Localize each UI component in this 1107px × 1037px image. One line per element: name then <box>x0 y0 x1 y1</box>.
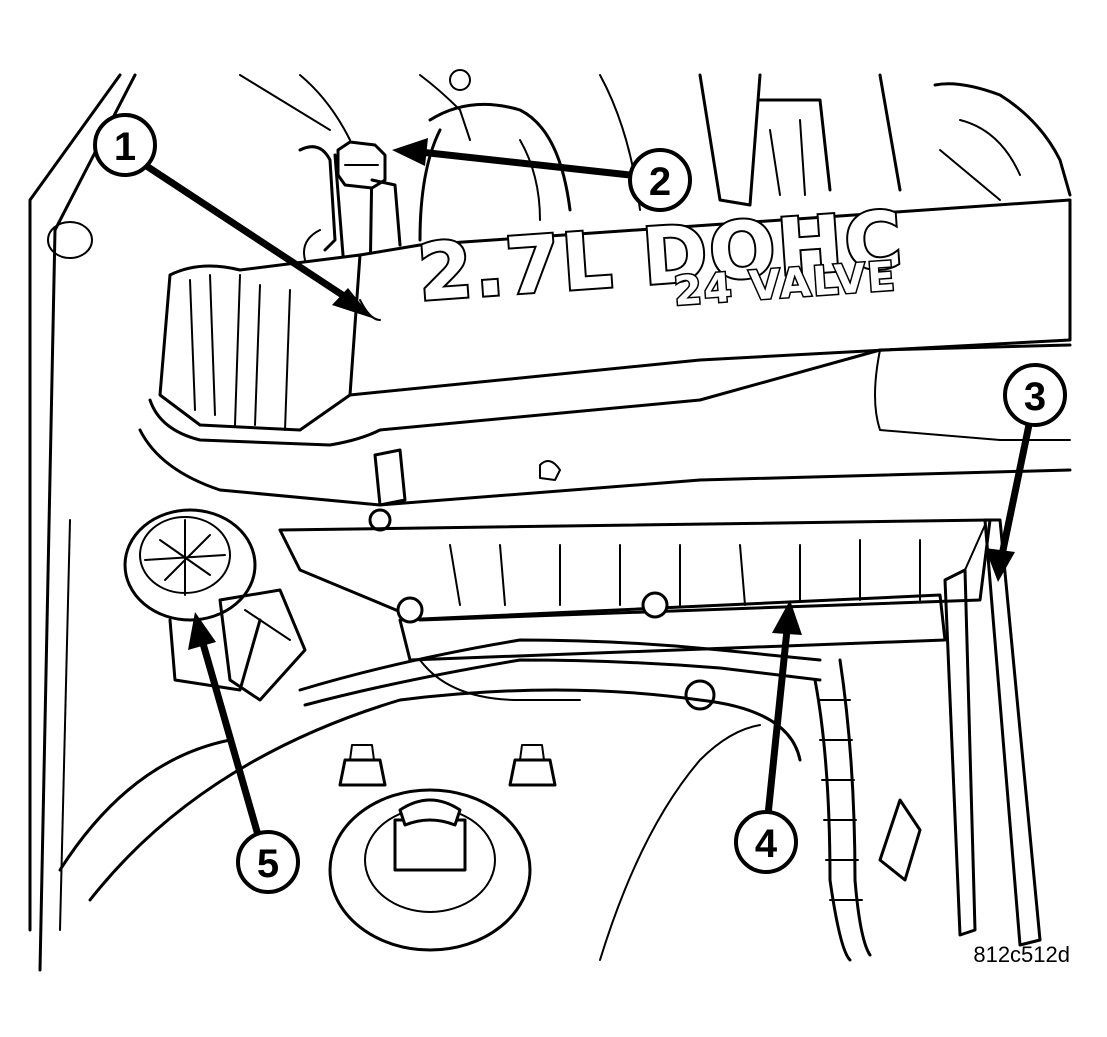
arrow-2 <box>416 148 634 179</box>
callout-3-number: 3 <box>1024 375 1046 419</box>
reference-code: 812c512d <box>973 942 1070 967</box>
arrow-3 <box>998 416 1034 559</box>
callout-1: 1 <box>93 113 157 177</box>
callout-5-number: 5 <box>257 842 279 886</box>
arrow-5 <box>198 636 262 839</box>
engine-cover: 2.7L DOHC 24 VALVE <box>138 193 1072 507</box>
wiring-harness <box>298 638 922 962</box>
cover-fastener <box>368 448 561 532</box>
strut-tower <box>58 688 802 961</box>
side-bracket <box>943 518 1042 947</box>
arrow-4 <box>764 626 791 819</box>
callout-2-number: 2 <box>649 160 671 204</box>
callout-arrows <box>141 138 1034 839</box>
intake-manifold <box>278 518 992 662</box>
callout-2: 2 <box>628 148 692 212</box>
arrow-1 <box>141 161 354 304</box>
callout-4: 4 <box>734 810 798 874</box>
callout-3: 3 <box>1003 363 1067 427</box>
callout-4-number: 4 <box>755 822 778 866</box>
callout-1-number: 1 <box>114 125 136 169</box>
callout-5: 5 <box>236 830 300 894</box>
sensor-cap <box>123 508 307 702</box>
